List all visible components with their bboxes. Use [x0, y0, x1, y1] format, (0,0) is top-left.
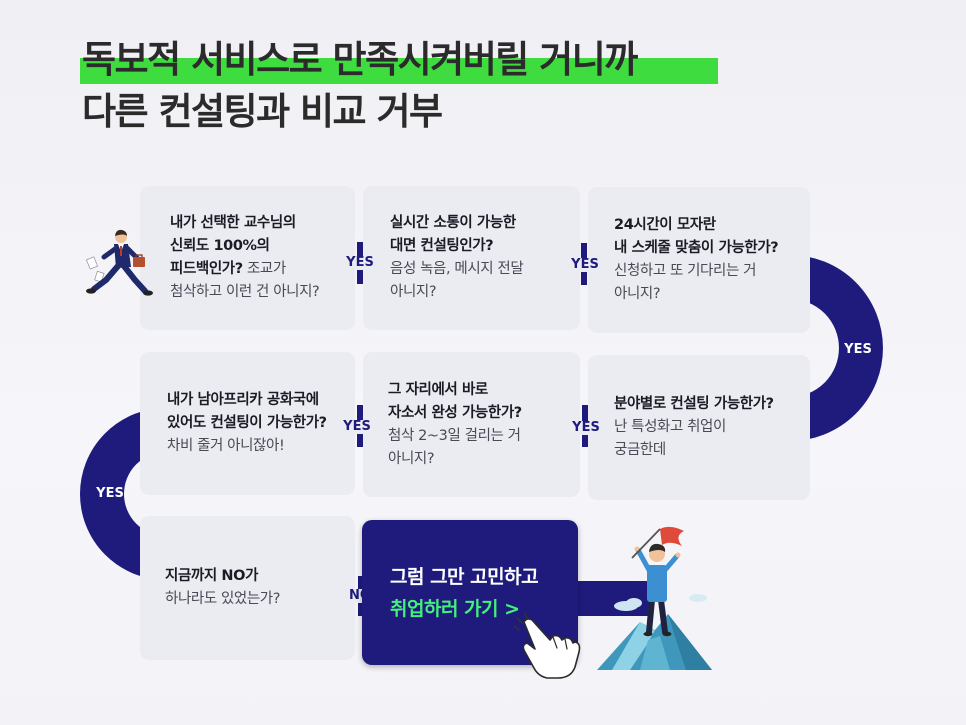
yes-connector-label-4: YES [571, 420, 601, 435]
card-text: 분야별로 컨설팅 가능한가? 난 특성화고 취업이 궁금한데 [614, 393, 774, 462]
card-text: 24시간이 모자란 내 스케줄 맞춤이 가능한가? 신청하고 또 기다리는 거 … [614, 214, 779, 306]
card-question-text: 내가 선택한 교수님의 [170, 215, 296, 231]
card-note-text: 신청하고 또 기다리는 거 [614, 263, 757, 279]
title-highlight-bar [80, 58, 718, 84]
cta-line-1: 그럼 그만 고민하고 [390, 566, 539, 588]
question-card-4: 내가 남아프리카 공화국에 있어도 컨설팅이 가능한가? 차비 줄거 아니잖아! [140, 352, 355, 495]
title-line-2: 다른 컨설팅과 비교 거부 [82, 90, 443, 133]
card-note-text: 하나라도 있었는가? [165, 591, 281, 607]
card-question-text: 대면 컨설팅인가? [390, 238, 494, 254]
right-connector-arc [789, 255, 883, 441]
yes-connector-label-1: YES [345, 255, 375, 270]
question-card-1: 내가 선택한 교수님의 신뢰도 100%의 피드백인가? 조교가 첨삭하고 이런… [140, 186, 355, 330]
card-text: 내가 남아프리카 공화국에 있어도 컨설팅이 가능한가? 차비 줄거 아니잖아! [167, 389, 327, 458]
card-text: 내가 선택한 교수님의 신뢰도 100%의 피드백인가? 조교가 첨삭하고 이런… [170, 212, 320, 304]
right-arc-yes-label: YES [844, 342, 872, 357]
card-note-text: 궁금한데 [614, 442, 666, 458]
card-question-text: 그 자리에서 바로 [388, 381, 488, 398]
running-businessman-icon [85, 229, 153, 296]
cta-connector-bar [574, 581, 652, 616]
card-text: 실시간 소통이 가능한 대면 컨설팅인가? 음성 녹음, 메시지 전달 아니지? [390, 212, 524, 304]
left-connector-arc [80, 408, 167, 580]
card-question-text: 지금까지 NO가 [165, 568, 259, 584]
title-line-1: 독보적 서비스로 만족시켜버릴 거니까 [82, 38, 638, 81]
card-question-text: 있어도 컨설팅이 가능한가? [167, 415, 327, 431]
card-note-text: 아니지? [388, 450, 435, 467]
card-note-text: 차비 줄거 아니잖아! [167, 438, 285, 454]
card-text: 그 자리에서 바로 자소서 완성 가능한가? 첨삭 2~3일 걸리는 거 아니지… [388, 379, 522, 471]
card-question-text: 피드백인가? [170, 261, 243, 277]
card-note-text: 아니지? [614, 286, 661, 302]
card-note-text: 조교가 [246, 261, 286, 277]
card-question-text: 자소서 완성 가능한가? [388, 404, 522, 421]
card-question-text: 분야별로 컨설팅 가능한가? [614, 396, 774, 412]
card-question-text: 실시간 소통이 가능한 [390, 215, 516, 231]
card-note-text: 아니지? [390, 284, 437, 300]
question-card-3: 24시간이 모자란 내 스케줄 맞춤이 가능한가? 신청하고 또 기다리는 거 … [588, 187, 810, 333]
hand-pointer-icon [513, 612, 581, 679]
question-card-5: 그 자리에서 바로 자소서 완성 가능한가? 첨삭 2~3일 걸리는 거 아니지… [363, 352, 580, 497]
mountain-summit-flag-icon [597, 526, 712, 670]
card-question-text: 내가 남아프리카 공화국에 [167, 392, 319, 408]
left-arc-yes-label: YES [96, 486, 124, 501]
cta-go-to-job-link[interactable]: 취업하러 가기 > [390, 598, 520, 620]
question-card-2: 실시간 소통이 가능한 대면 컨설팅인가? 음성 녹음, 메시지 전달 아니지? [363, 186, 580, 330]
card-note-text: 첨삭 2~3일 걸리는 거 [388, 427, 521, 444]
yes-connector-label-2: YES [570, 257, 600, 272]
card-question-text: 24시간이 모자란 [614, 217, 716, 233]
question-card-6: 분야별로 컨설팅 가능한가? 난 특성화고 취업이 궁금한데 [588, 355, 810, 500]
card-question-text: 신뢰도 100%의 [170, 238, 270, 254]
question-card-7: 지금까지 NO가 하나라도 있었는가? [140, 516, 355, 660]
yes-connector-label-3: YES [342, 419, 372, 434]
card-note-text: 난 특성화고 취업이 [614, 419, 726, 435]
card-question-text: 내 스케줄 맞춤이 가능한가? [614, 240, 779, 256]
card-note-text: 첨삭하고 이런 건 아니지? [170, 284, 320, 300]
card-text: 지금까지 NO가 하나라도 있었는가? [165, 565, 280, 611]
card-note-text: 음성 녹음, 메시지 전달 [390, 261, 524, 277]
